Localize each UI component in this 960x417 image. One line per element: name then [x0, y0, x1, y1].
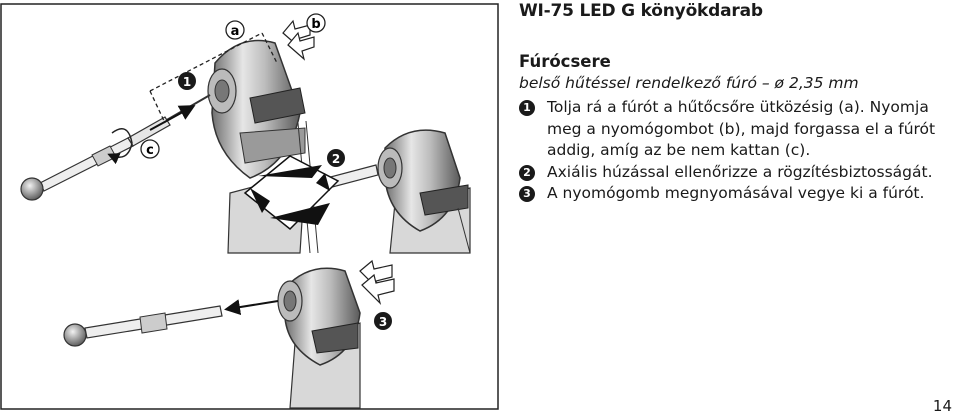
rotation-symbol [243, 155, 340, 231]
step-item: 1 Tolja rá a fúrót a hűtőcsőre ütközésig… [519, 97, 959, 162]
step-text: Tolja rá a fúrót a hűtőcsőre ütközésig (… [547, 98, 936, 159]
rotate-arrow [107, 128, 133, 165]
figure-step-2: 2 [327, 149, 345, 167]
svg-text:2: 2 [332, 152, 340, 166]
dimension-lines [149, 32, 278, 124]
step-text: Axiális húzással ellenőrizze a rögzítésb… [547, 162, 933, 181]
push-arrows-b [282, 19, 315, 61]
handpiece-2 [377, 129, 471, 254]
step-item: 2 Axiális húzással ellenőrizze a rögzíté… [519, 162, 959, 184]
svg-text:3: 3 [379, 315, 387, 329]
step-marker: 3 [519, 186, 535, 202]
step-marker: 2 [519, 164, 535, 181]
step-marker: 1 [519, 100, 535, 116]
handpiece-illustration: a b c 1 [0, 3, 500, 411]
illustration-svg: a b c 1 [0, 3, 499, 410]
page-number: 14 [932, 397, 952, 415]
page-title: WI-75 LED G könyökdarab [519, 1, 763, 21]
svg-text:a: a [231, 24, 240, 39]
step-text: A nyomógomb megnyomásával vegye ki a fúr… [547, 184, 925, 202]
push-arrows-3 [359, 259, 395, 305]
bur-3 [63, 305, 223, 347]
figure-step-3: 3 [374, 312, 392, 330]
handpiece-3 [277, 267, 361, 409]
step-list: 1 Tolja rá a fúrót a hűtőcsőre ütközésig… [519, 97, 959, 205]
figure-step-1: 1 [178, 72, 196, 90]
section-title: Fúrócsere [519, 52, 611, 71]
step-item: 3 A nyomógomb megnyomásával vegye ki a f… [519, 183, 959, 205]
figure-label-a: a [225, 20, 245, 40]
svg-text:1: 1 [183, 75, 191, 89]
insert-arrow [149, 105, 196, 131]
figure-label-c: c [140, 139, 160, 159]
svg-text:b: b [311, 17, 320, 32]
remove-arrow [224, 299, 279, 316]
svg-text:c: c [146, 143, 154, 158]
section-subtitle: belső hűtéssel rendelkező fúró – ø 2,35 … [519, 74, 859, 92]
figure-label-b: b [306, 13, 326, 33]
